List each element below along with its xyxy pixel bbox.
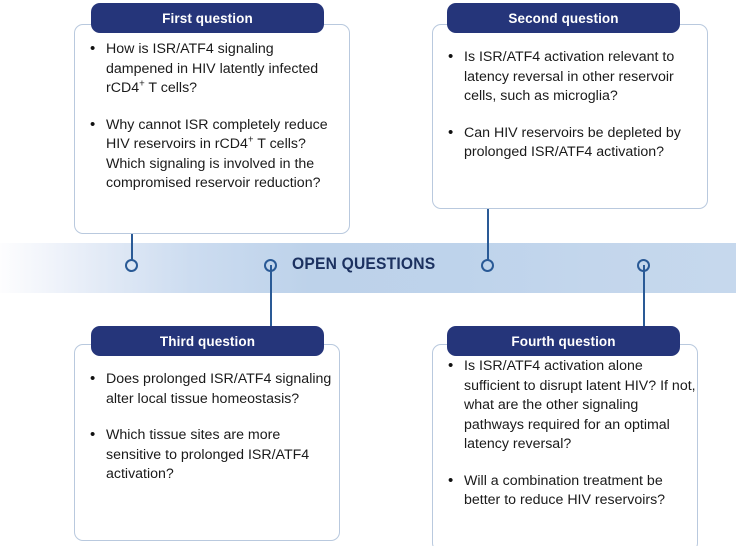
card-body-fourth-question: Is ISR/ATF4 activation alone sufficient … bbox=[444, 356, 696, 546]
list-item: How is ISR/ATF4 signaling dampened in HI… bbox=[86, 39, 338, 99]
connector-node-first bbox=[125, 259, 138, 272]
card-header-label: Fourth question bbox=[511, 333, 616, 349]
connector-line-third bbox=[270, 265, 272, 327]
connector-node-second bbox=[481, 259, 494, 272]
card-header-label: Second question bbox=[508, 10, 619, 26]
connector-line-second bbox=[487, 209, 489, 260]
list-item: Does prolonged ISR/ATF4 signaling alter … bbox=[86, 369, 338, 409]
connector-node-fourth bbox=[637, 259, 650, 272]
card-body-first-question: How is ISR/ATF4 signaling dampened in HI… bbox=[86, 39, 338, 230]
bullet-list: How is ISR/ATF4 signaling dampened in HI… bbox=[86, 39, 338, 194]
card-header-fourth-question[interactable]: Fourth question bbox=[447, 326, 680, 356]
connector-line-fourth bbox=[643, 265, 645, 327]
list-item: Is ISR/ATF4 activation alone sufficient … bbox=[444, 356, 696, 455]
list-item: Will a combination treatment be better t… bbox=[444, 471, 696, 511]
card-header-third-question[interactable]: Third question bbox=[91, 326, 324, 356]
list-item: Can HIV reservoirs be depleted by prolon… bbox=[444, 123, 696, 163]
list-item: Why cannot ISR completely reduce HIV res… bbox=[86, 115, 338, 194]
bullet-list: Is ISR/ATF4 activation relevant to laten… bbox=[444, 47, 696, 163]
bullet-list: Does prolonged ISR/ATF4 signaling alter … bbox=[86, 369, 338, 485]
card-header-label: First question bbox=[162, 10, 253, 26]
card-body-third-question: Does prolonged ISR/ATF4 signaling alter … bbox=[86, 369, 338, 535]
card-header-second-question[interactable]: Second question bbox=[447, 3, 680, 33]
card-header-label: Third question bbox=[159, 333, 256, 349]
bullet-list: Is ISR/ATF4 activation alone sufficient … bbox=[444, 356, 696, 511]
open-questions-banner bbox=[0, 243, 736, 293]
banner-title: OPEN QUESTIONS bbox=[292, 254, 436, 273]
card-body-second-question: Is ISR/ATF4 activation relevant to laten… bbox=[444, 47, 696, 208]
list-item: Is ISR/ATF4 activation relevant to laten… bbox=[444, 47, 696, 107]
list-item: Which tissue sites are more sensitive to… bbox=[86, 425, 338, 485]
card-header-first-question[interactable]: First question bbox=[91, 3, 324, 33]
connector-node-third bbox=[264, 259, 277, 272]
connector-line-first bbox=[131, 234, 133, 260]
